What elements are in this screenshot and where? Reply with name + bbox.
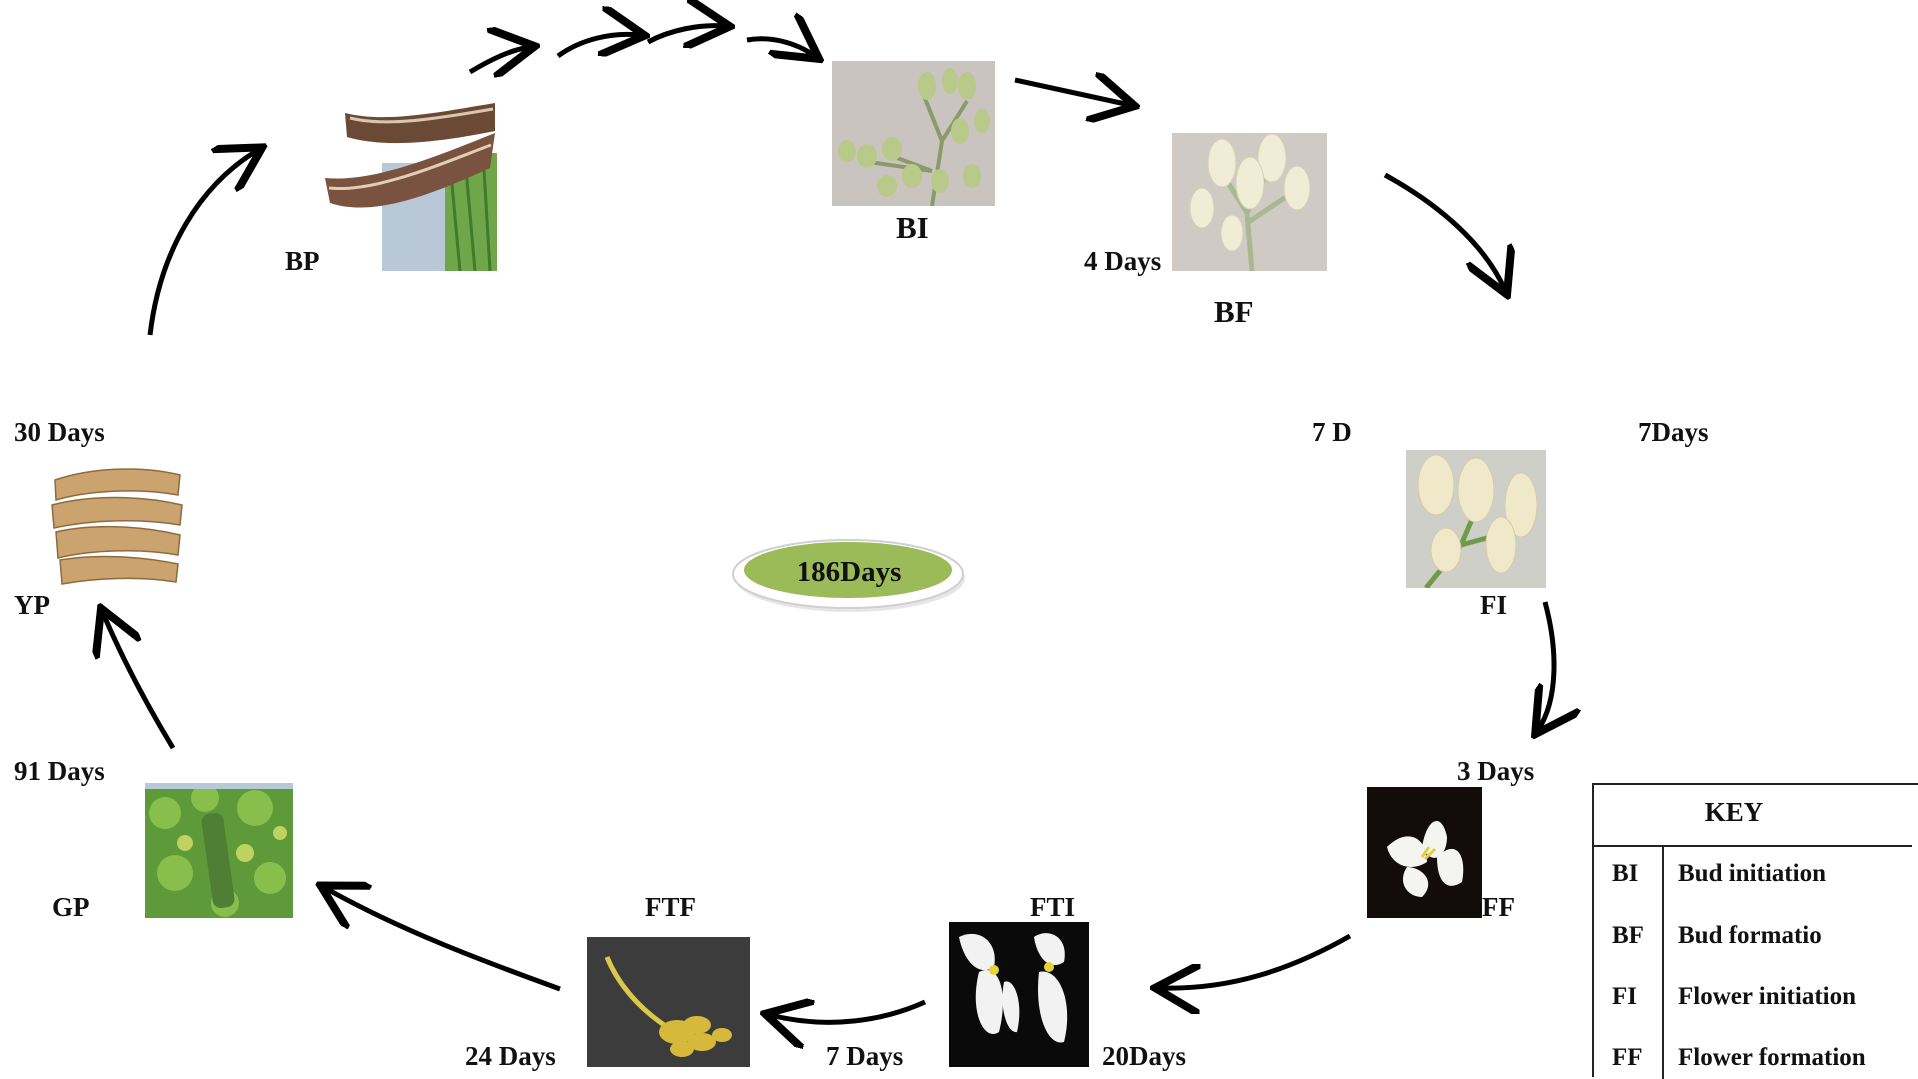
duration-label-3days: 3 Days bbox=[1457, 758, 1534, 785]
arrow-gp-to-yp bbox=[103, 613, 173, 748]
arrow-fti-to-ftf bbox=[770, 1002, 925, 1022]
fti-photo bbox=[949, 922, 1089, 1067]
stage-label-ftf: FTF bbox=[645, 894, 696, 921]
key-desc: Flower formation bbox=[1678, 1044, 1866, 1072]
stage-label-fti: FTI bbox=[1030, 894, 1075, 921]
arrow-yp-to-bp bbox=[150, 150, 258, 335]
center-total-label: 186Days bbox=[730, 556, 968, 589]
key-abbr: BF bbox=[1612, 922, 1644, 950]
key-abbr: FF bbox=[1612, 1044, 1643, 1072]
key-row: BI Bud initiation bbox=[1594, 860, 1918, 894]
stage-label-fi: FI bbox=[1480, 592, 1507, 619]
ff-photo bbox=[1367, 787, 1482, 918]
duration-label-91days: 91 Days bbox=[14, 758, 105, 785]
duration-label-20days: 20Days bbox=[1102, 1043, 1186, 1070]
arrow-bp-chain-2 bbox=[558, 34, 640, 56]
bf-photo bbox=[1172, 133, 1327, 271]
duration-label-7days-right: 7Days bbox=[1638, 419, 1709, 446]
key-abbr: FI bbox=[1612, 983, 1637, 1011]
arrow-bf-to-fi bbox=[1385, 175, 1505, 290]
key-title: KEY bbox=[1594, 797, 1874, 828]
stage-label-bp: BP bbox=[285, 248, 320, 275]
stage-label-yp: YP bbox=[14, 592, 50, 619]
arrow-ff-to-fti bbox=[1160, 936, 1350, 988]
key-desc: Bud initiation bbox=[1678, 860, 1826, 888]
key-row: FI Flower initiation bbox=[1594, 983, 1918, 1017]
key-row: BF Bud formatio bbox=[1594, 922, 1918, 956]
yp-photo bbox=[50, 460, 185, 588]
key-abbr: BI bbox=[1612, 860, 1638, 888]
key-divider bbox=[1594, 845, 1912, 847]
duration-label-24days: 24 Days bbox=[465, 1043, 556, 1070]
arrow-bi-to-bf bbox=[1015, 80, 1130, 105]
stage-label-gp: GP bbox=[52, 894, 90, 921]
duration-label-7days-bottom: 7 Days bbox=[826, 1043, 903, 1070]
key-row: FF Flower formation bbox=[1594, 1044, 1918, 1078]
key-desc: Bud formatio bbox=[1678, 922, 1822, 950]
arrow-fi-to-ff bbox=[1538, 602, 1554, 730]
gp-photo bbox=[145, 783, 293, 918]
bi-photo bbox=[832, 61, 995, 206]
key-table: KEY BI Bud initiation BF Bud formatio FI… bbox=[1592, 783, 1918, 1077]
stage-label-bi: BI bbox=[896, 212, 929, 243]
arrow-bp-chain-4 bbox=[747, 39, 815, 56]
ftf-photo bbox=[587, 937, 750, 1067]
bp-photo bbox=[325, 103, 497, 271]
duration-label-4days: 4 Days bbox=[1084, 248, 1161, 275]
arrow-bp-chain-1 bbox=[470, 47, 530, 72]
arrow-ftf-to-gp bbox=[325, 888, 560, 989]
arrow-bp-chain-3 bbox=[648, 26, 725, 42]
stage-label-ff: FF bbox=[1482, 894, 1515, 921]
duration-label-7d: 7 D bbox=[1312, 419, 1352, 446]
key-desc: Flower initiation bbox=[1678, 983, 1856, 1011]
fi-photo bbox=[1406, 450, 1546, 588]
duration-label-30days: 30 Days bbox=[14, 419, 105, 446]
stage-label-bf: BF bbox=[1214, 296, 1254, 327]
